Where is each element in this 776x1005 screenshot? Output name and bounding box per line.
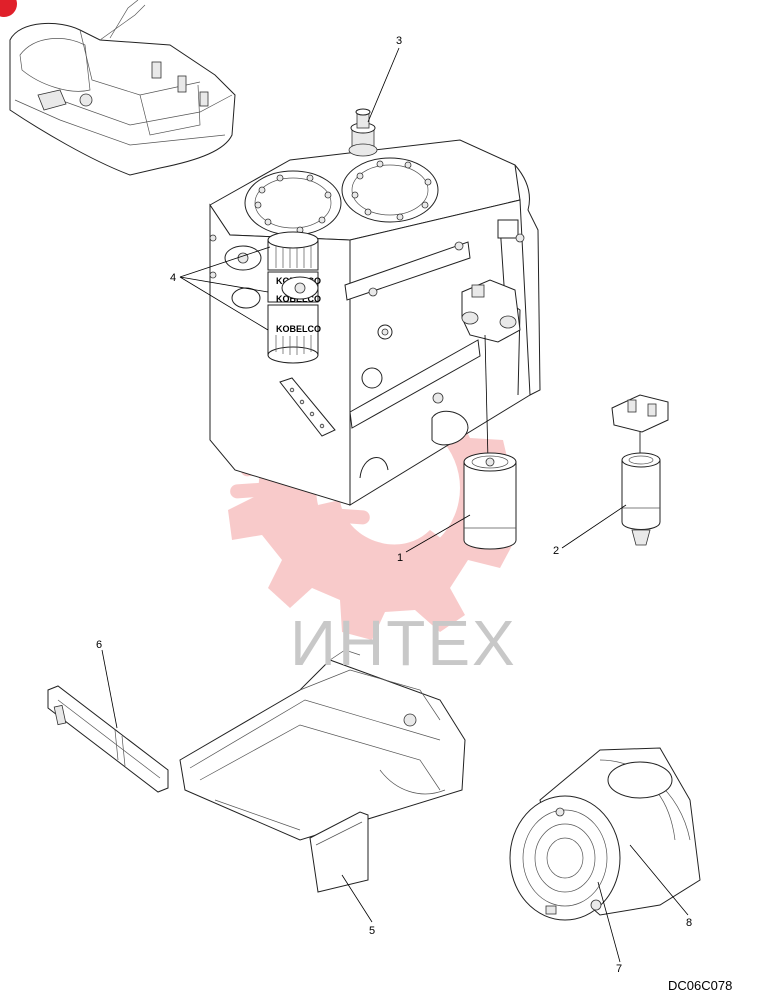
callout-5: 5 bbox=[369, 925, 375, 937]
spin-on-filter bbox=[463, 452, 517, 550]
callout-4: 4 bbox=[170, 272, 176, 284]
callout-1: 1 bbox=[397, 552, 403, 564]
callout-8: 8 bbox=[686, 917, 692, 929]
return-filter-elements: KOBELCO KOBELCO KOBELCO bbox=[267, 231, 321, 364]
callout-3: 3 bbox=[396, 35, 402, 47]
pilot-filter-assembly bbox=[611, 394, 669, 546]
callout-6: 6 bbox=[96, 639, 102, 651]
seat-console-assembly bbox=[9, 0, 236, 176]
breather-cap bbox=[348, 108, 378, 157]
callout-7: 7 bbox=[616, 963, 622, 975]
air-conditioner-unit bbox=[179, 649, 466, 893]
corner-badge bbox=[0, 0, 17, 17]
callout-leaders bbox=[101, 47, 689, 963]
drawing-id: DC06C078 bbox=[668, 978, 732, 993]
ac-outside-air-filter bbox=[47, 685, 169, 793]
air-cleaner-assembly bbox=[509, 747, 701, 921]
return-filter-head bbox=[461, 279, 521, 343]
filter-brand-label-3: KOBELCO bbox=[276, 324, 321, 334]
callout-2: 2 bbox=[553, 545, 559, 557]
watermark-text: ИНТЕХ bbox=[290, 607, 517, 679]
